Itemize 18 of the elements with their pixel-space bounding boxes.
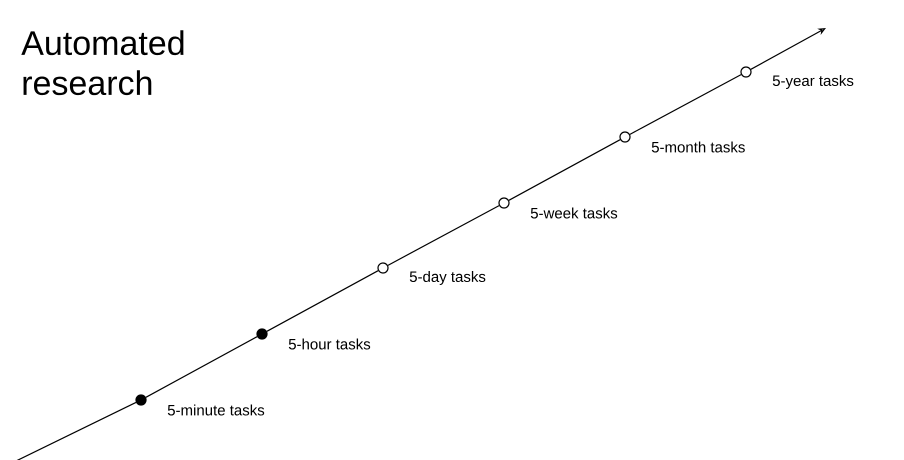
timeline-line: [266, 270, 378, 332]
milestone-label: 5-day tasks: [410, 271, 486, 285]
filled-dot: [135, 394, 147, 406]
open-circle: [619, 131, 631, 143]
title: Automated research: [21, 30, 184, 96]
timeline-line: [508, 139, 620, 201]
milestone-label: 5-year tasks: [772, 75, 854, 89]
milestone-label: 5-hour tasks: [288, 338, 370, 350]
filled-dot: [256, 328, 268, 340]
open-circle: [377, 262, 389, 274]
milestone-label: 5-week tasks: [530, 208, 618, 218]
milestone-label: 5-month tasks: [652, 142, 745, 152]
timeline-line: [146, 336, 258, 398]
timeline-line: [630, 74, 742, 135]
open-circle: [740, 66, 752, 78]
milestone-label: 5-minute tasks: [168, 404, 264, 416]
open-circle: [498, 197, 510, 209]
timeline-line: [388, 205, 500, 266]
